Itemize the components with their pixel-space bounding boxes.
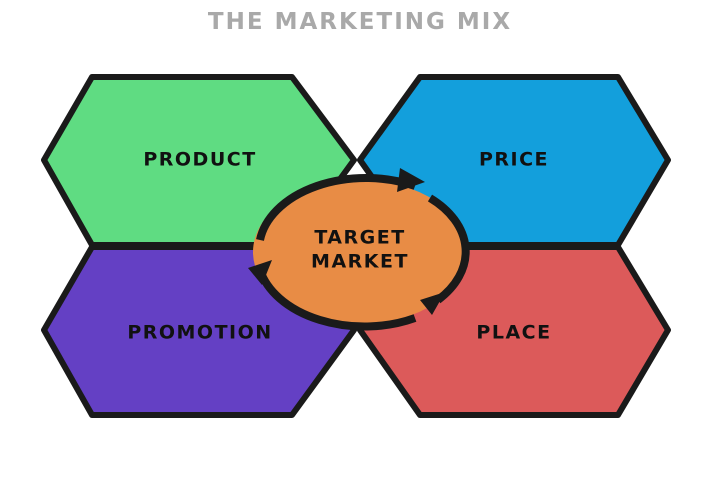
place-label: PLACE: [476, 322, 551, 344]
diagram-title: THE MARKETING MIX: [207, 9, 513, 35]
arrow-head-icon: [420, 292, 445, 315]
arrow-head-icon: [397, 168, 425, 192]
target-label-line1: TARGET: [314, 227, 405, 249]
price-label: PRICE: [479, 149, 549, 171]
cycle-arc: [256, 173, 417, 241]
promotion-label: PROMOTION: [127, 322, 272, 344]
cycle-arc: [256, 268, 417, 331]
product-label: PRODUCT: [143, 149, 256, 171]
arrow-head-icon: [248, 260, 272, 285]
cycle-arc: [427, 194, 470, 304]
target-label-line2: MARKET: [311, 251, 409, 273]
target-market-circle: [253, 180, 467, 324]
